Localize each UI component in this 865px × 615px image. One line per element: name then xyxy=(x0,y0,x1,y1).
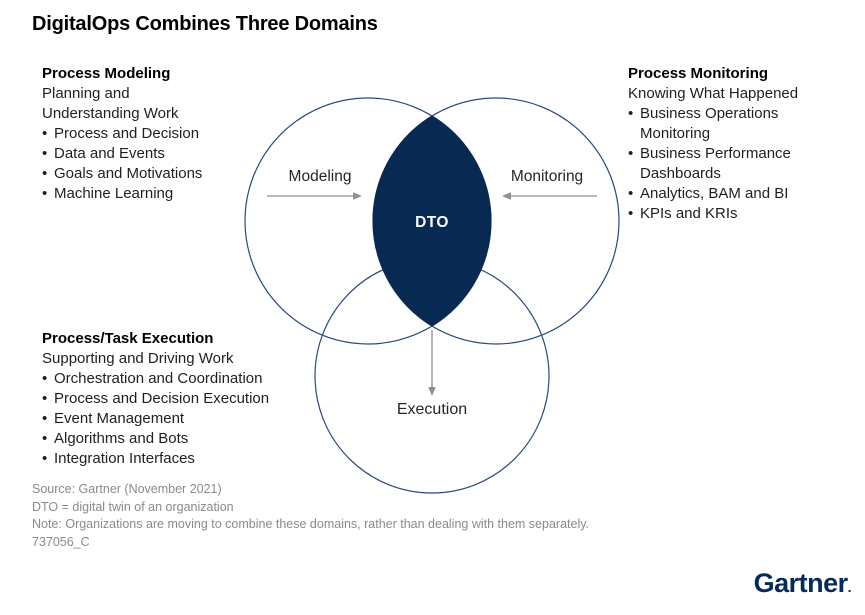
page-title: DigitalOps Combines Three Domains xyxy=(32,13,378,35)
monitoring-label: Monitoring xyxy=(510,168,584,185)
process-modeling-subtitle-line2: Understanding Work xyxy=(42,105,179,122)
gartner-logo-period: . xyxy=(847,579,852,595)
process-task-execution-block: Process/Task Execution Supporting and Dr… xyxy=(42,329,334,469)
process-monitoring-block: Process Monitoring Knowing What Happened… xyxy=(628,64,830,224)
process-modeling-subtitle-line1: Planning and xyxy=(42,85,130,102)
list-item: Machine Learning xyxy=(42,184,257,204)
list-item: Process and Decision Execution xyxy=(42,389,334,409)
list-item: Goals and Motivations xyxy=(42,164,257,184)
source-line: Source: Gartner (November 2021) xyxy=(32,482,222,496)
modeling-label: Modeling xyxy=(288,168,352,185)
gartner-logo-text: Gartner xyxy=(753,568,849,598)
execution-label: Execution xyxy=(396,401,468,418)
process-modeling-heading: Process Modeling xyxy=(42,65,171,82)
list-item: Business Performance Dashboards xyxy=(628,144,830,184)
execution-circle xyxy=(314,258,550,494)
figure-id: 737056_C xyxy=(32,534,90,549)
process-modeling-bullet-list: Process and Decision Data and Events Goa… xyxy=(42,124,257,204)
footnotes: Source: Gartner (November 2021) DTO = di… xyxy=(32,481,589,551)
list-item: Analytics, BAM and BI xyxy=(628,184,830,204)
process-task-execution-heading: Process/Task Execution xyxy=(42,330,214,347)
process-modeling-block: Process Modeling Planning and Understand… xyxy=(42,64,257,204)
execution-arrow-icon xyxy=(428,330,436,396)
process-monitoring-bullet-list: Business Operations Monitoring Business … xyxy=(628,104,830,224)
note-line: Note: Organizations are moving to combin… xyxy=(32,517,590,531)
dto-definition-line: DTO = digital twin of an organization xyxy=(32,499,234,514)
process-monitoring-heading: Process Monitoring xyxy=(628,65,769,82)
process-task-execution-bullet-list: Orchestration and Coordination Process a… xyxy=(42,369,334,469)
list-item: Algorithms and Bots xyxy=(42,429,334,449)
list-item: Data and Events xyxy=(42,144,257,164)
modeling-arrow-icon xyxy=(267,192,362,200)
list-item: Process and Decision xyxy=(42,124,257,144)
process-monitoring-subtitle: Knowing What Happened xyxy=(628,85,799,102)
monitoring-arrow-icon xyxy=(502,192,597,200)
list-item: Event Management xyxy=(42,409,334,429)
list-item: Orchestration and Coordination xyxy=(42,369,334,389)
dto-center-label: DTO xyxy=(415,214,449,231)
list-item: Integration Interfaces xyxy=(42,449,334,469)
process-task-execution-subtitle: Supporting and Driving Work xyxy=(42,350,234,367)
gartner-logo: Gartner. xyxy=(753,568,852,599)
list-item: KPIs and KRIs xyxy=(628,204,830,224)
list-item: Business Operations Monitoring xyxy=(628,104,830,144)
